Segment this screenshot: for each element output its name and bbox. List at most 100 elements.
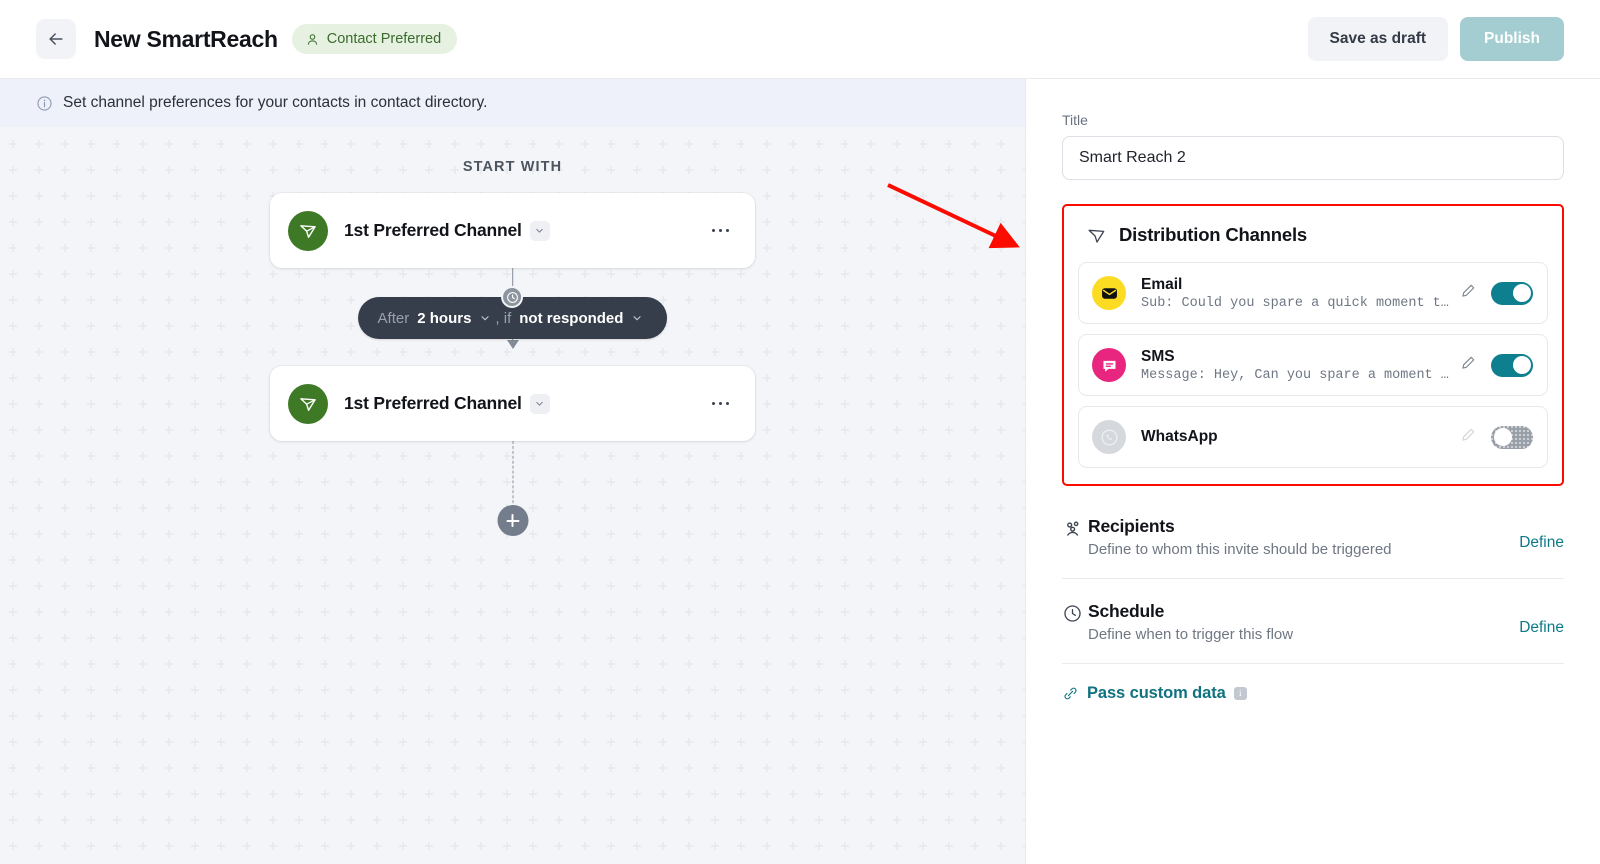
channel-whatsapp-toggle[interactable] [1491, 425, 1533, 449]
save-as-draft-button[interactable]: Save as draft [1307, 17, 1449, 61]
channel-row-email[interactable]: Email Sub: Could you spare a quick momen… [1078, 262, 1548, 324]
recipients-body: Recipients Define to whom this invite sh… [1088, 516, 1519, 558]
recipients-title: Recipients [1088, 516, 1175, 536]
title-field-label: Title [1062, 112, 1088, 128]
toggle-knob [1512, 284, 1531, 302]
arrow-left-icon [49, 33, 63, 45]
title-field-group: Title [1062, 112, 1564, 180]
envelope-icon [1092, 276, 1126, 310]
distribution-channels-heading: Distribution Channels [1119, 224, 1307, 245]
toggle-knob [1493, 428, 1512, 446]
flow-node-1-more-options-icon[interactable] [704, 221, 738, 241]
flow-node-1[interactable]: 1st Preferred Channel [270, 193, 755, 268]
dot [718, 401, 722, 406]
people-icon [1062, 518, 1088, 545]
flow-node-1-label: 1st Preferred Channel [344, 220, 522, 240]
chevron-down-icon [536, 401, 543, 406]
channel-email-subtitle: Sub: Could you spare a quick moment to … [1141, 295, 1451, 311]
schedule-description: Define when to trigger this flow [1088, 626, 1294, 643]
people-glyph-icon [1067, 521, 1079, 536]
dashed-connector [512, 441, 513, 513]
settings-panel: Title Distribution Channels Ema [1025, 79, 1600, 864]
send-plane-icon [288, 383, 328, 424]
channel-email-toggle[interactable] [1491, 281, 1533, 305]
recipients-define-link[interactable]: Define [1519, 534, 1564, 551]
whatsapp-icon [1092, 420, 1126, 454]
status-badge: Contact Preferred [291, 24, 458, 54]
send-plane-icon [288, 210, 328, 251]
channel-sms-name: SMS [1141, 348, 1175, 366]
start-with-label: START WITH [462, 159, 563, 175]
channel-email-name: Email [1141, 276, 1183, 294]
chevron-down-icon [536, 228, 543, 233]
flow-node-2-label: 1st Preferred Channel [344, 393, 522, 413]
toggle-knob [1512, 356, 1531, 374]
flow-connector: After 2 hours , if not responded [270, 268, 755, 349]
condition-delay-chevron-down-icon[interactable] [479, 312, 491, 324]
clock-icon [507, 291, 518, 303]
flow-node-2-chevron-down-icon[interactable] [529, 393, 550, 414]
clock-icon [1062, 603, 1088, 629]
dot [725, 401, 729, 406]
chevron-down-icon [633, 316, 641, 321]
whatsapp-glyph-icon [1100, 428, 1118, 446]
connector-arrow-icon [506, 340, 519, 349]
channel-whatsapp-pencil-icon[interactable] [1459, 426, 1477, 449]
flow-canvas[interactable]: Set channel preferences for your contact… [0, 79, 1025, 864]
chevron-down-icon [481, 316, 489, 321]
condition-state-value[interactable]: not responded [519, 309, 624, 327]
top-bar-actions: Save as draft Publish [1307, 17, 1564, 61]
clock-glyph-icon [1064, 605, 1081, 622]
panel-divider [1062, 663, 1564, 664]
condition-separator: , if [495, 309, 512, 327]
pencil-icon [1462, 284, 1475, 297]
dot [718, 228, 722, 233]
flow-container: START WITH 1st Preferred Channel [0, 127, 1025, 549]
distribution-channels-header: Distribution Channels [1086, 224, 1548, 246]
pencil-icon [1462, 356, 1475, 369]
flow-tail [270, 441, 755, 549]
schedule-body: Schedule Define when to trigger this flo… [1088, 601, 1519, 643]
envelope-glyph-icon [1101, 287, 1117, 299]
pencil-icon [1462, 428, 1475, 441]
condition-state-chevron-down-icon[interactable] [631, 312, 643, 324]
condition-pill[interactable]: After 2 hours , if not responded [357, 286, 668, 339]
info-icon[interactable]: i [1233, 687, 1247, 700]
back-button[interactable] [36, 19, 76, 59]
schedule-title: Schedule [1088, 601, 1165, 621]
channel-sms-subtitle: Message: Hey, Can you spare a moment to… [1141, 367, 1451, 383]
flow-node-2[interactable]: 1st Preferred Channel [270, 366, 755, 441]
condition-pill-wrapper: After 2 hours , if not responded [357, 286, 668, 339]
channel-email-pencil-icon[interactable] [1459, 282, 1477, 305]
pass-custom-data-label[interactable]: Pass custom data [1087, 684, 1226, 702]
schedule-define-link[interactable]: Define [1519, 619, 1564, 636]
flow-node-1-chevron-down-icon[interactable] [529, 220, 550, 241]
title-input[interactable] [1062, 136, 1564, 180]
channel-email-text: Email Sub: Could you spare a quick momen… [1141, 275, 1451, 310]
channel-sms-toggle[interactable] [1491, 353, 1533, 377]
info-banner-text: Set channel preferences for your contact… [63, 94, 488, 111]
channel-whatsapp-name: WhatsApp [1141, 428, 1218, 446]
condition-delay-value[interactable]: 2 hours [417, 309, 472, 327]
chat-bubble-icon [1092, 348, 1126, 382]
info-banner: Set channel preferences for your contact… [0, 79, 1025, 127]
condition-prefix: After [377, 309, 410, 327]
channel-sms-pencil-icon[interactable] [1459, 354, 1477, 377]
chat-bubble-glyph-icon [1102, 360, 1116, 372]
distribution-channels-card: Distribution Channels Email Sub: Could y… [1062, 204, 1564, 486]
channel-row-sms[interactable]: SMS Message: Hey, Can you spare a moment… [1078, 334, 1548, 396]
dot [711, 401, 715, 406]
flow-node-2-more-options-icon[interactable] [704, 394, 738, 414]
dot [725, 228, 729, 233]
dot [711, 228, 715, 233]
channel-row-whatsapp[interactable]: WhatsApp [1078, 406, 1548, 468]
channel-whatsapp-text: WhatsApp [1141, 427, 1451, 446]
person-icon [307, 33, 317, 45]
pass-custom-data-row[interactable]: Pass custom data i [1062, 664, 1564, 703]
publish-button[interactable]: Publish [1460, 17, 1564, 61]
send-plane-glyph-icon [300, 397, 316, 411]
status-badge-label: Contact Preferred [326, 31, 442, 47]
add-step-button[interactable] [497, 505, 528, 536]
schedule-section: Schedule Define when to trigger this flo… [1062, 578, 1564, 663]
